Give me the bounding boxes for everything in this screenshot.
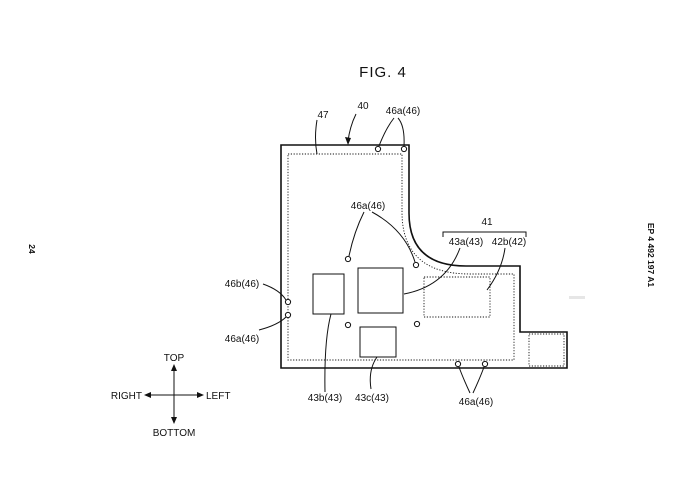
compass-right-arrow (144, 392, 151, 398)
label-46a-bottom: 46a(46) (459, 397, 493, 408)
leader-46a-left (258, 316, 287, 331)
leader-46b (262, 283, 287, 301)
hole-inner-1 (344, 321, 352, 329)
hole-top-2 (400, 145, 408, 153)
publication-id: EP 4 492 197 A1 (646, 223, 656, 288)
chip-43a (357, 267, 404, 314)
arrow-40 (345, 137, 351, 145)
page-number: 24 (27, 244, 37, 254)
label-46a-top: 46a(46) (386, 106, 420, 117)
label-41: 41 (481, 217, 493, 228)
hole-center-2 (412, 261, 420, 269)
direction-compass: TOP BOTTOM RIGHT LEFT (111, 353, 231, 439)
hole-bottom-1 (454, 360, 462, 368)
label-43b: 43b(43) (308, 393, 342, 404)
leader-47 (315, 119, 318, 155)
hole-left-a (284, 311, 292, 319)
label-46a-center: 46a(46) (351, 201, 385, 212)
compass-down-arrow (171, 417, 177, 424)
leader-43b (324, 313, 332, 393)
compass-left-arrow (197, 392, 204, 398)
hole-left-b (284, 298, 292, 306)
board-outline (280, 144, 568, 369)
hole-center-1 (344, 255, 352, 263)
compass-bottom-label: BOTTOM (153, 428, 196, 439)
area-42b (423, 276, 491, 318)
figure-title: FIG. 4 (359, 64, 407, 81)
label-40: 40 (357, 101, 369, 112)
hole-top-1 (374, 145, 382, 153)
tab-box (528, 333, 565, 367)
leader-hole-bottom-1 (458, 366, 471, 394)
compass-up-arrow (171, 364, 177, 371)
label-46b-left: 46b(46) (225, 279, 259, 290)
hole-bottom-2 (481, 360, 489, 368)
compass-left-label: LEFT (206, 391, 230, 402)
leader-hole-top-1 (378, 117, 395, 147)
dotted-region (287, 153, 515, 361)
leader-hole-bottom-2 (472, 366, 485, 394)
label-47: 47 (317, 110, 329, 121)
leader-43a (403, 247, 461, 295)
compass-top-label: TOP (164, 353, 185, 364)
leader-42b (486, 247, 506, 291)
leader-40 (347, 113, 357, 142)
leader-hole-center-2 (371, 211, 416, 263)
leader-hole-center-1 (348, 211, 365, 257)
scan-speck (569, 296, 585, 299)
label-42b: 42b(42) (492, 237, 526, 248)
leader-hole-top-2 (397, 117, 405, 147)
label-43a: 43a(43) (449, 237, 483, 248)
leader-43c (369, 356, 378, 390)
hole-inner-2 (413, 320, 421, 328)
chip-43b (312, 273, 345, 315)
label-46a-left: 46a(46) (225, 334, 259, 345)
label-43c: 43c(43) (355, 393, 389, 404)
compass-right-label: RIGHT (111, 391, 142, 402)
chip-43c (359, 326, 397, 358)
bracket-41 (442, 231, 527, 237)
